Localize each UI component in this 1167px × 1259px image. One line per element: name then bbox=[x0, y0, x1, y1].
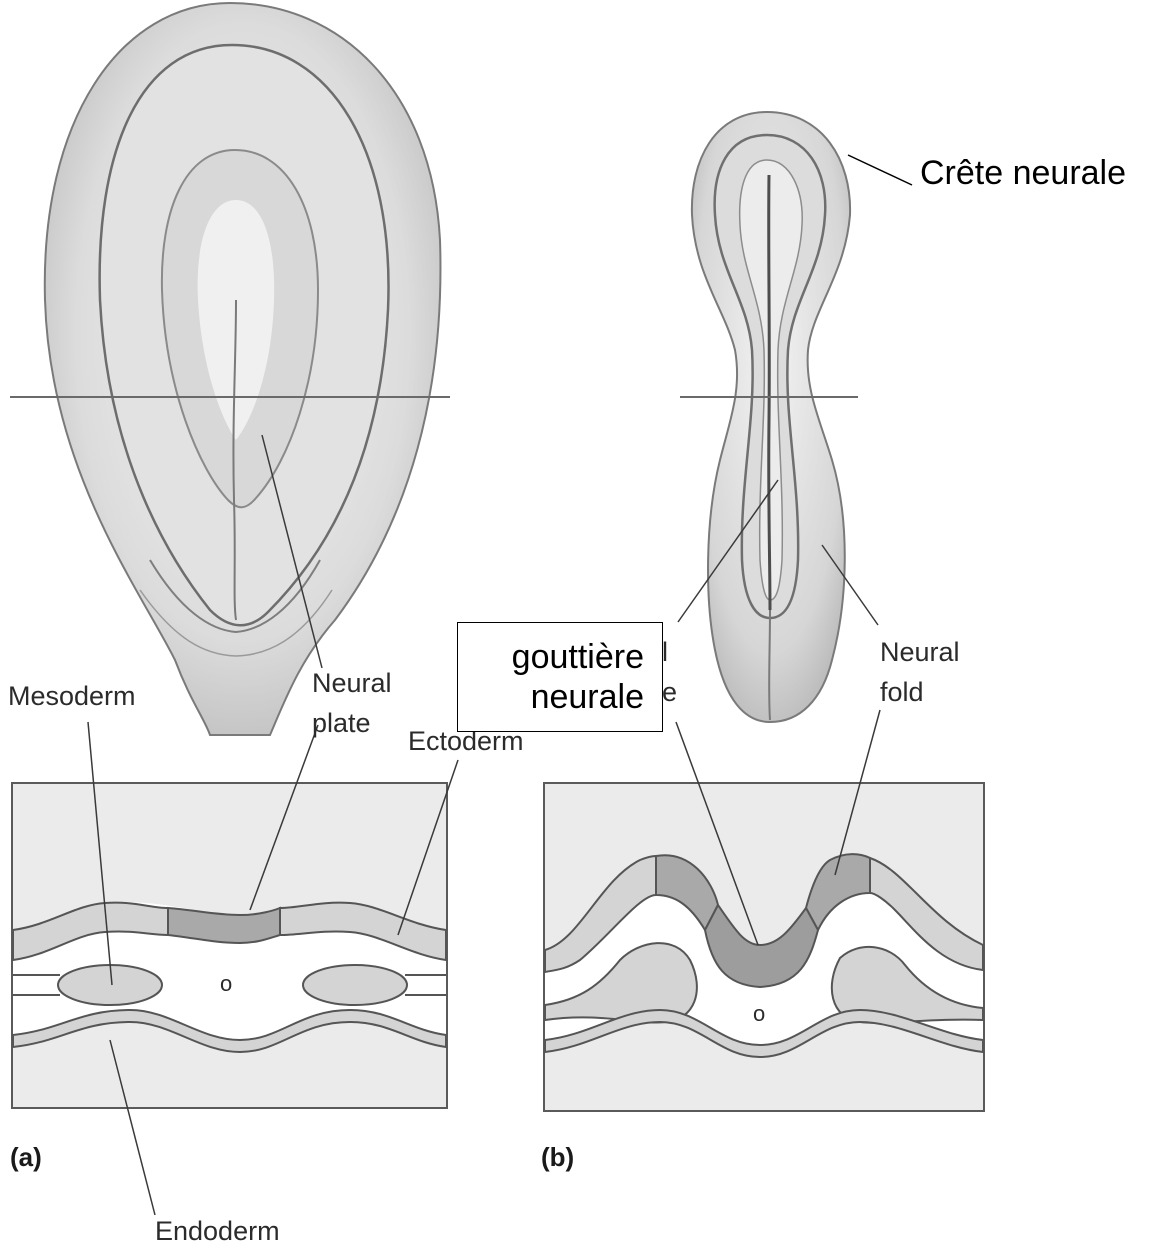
label-endoderm: Endoderm bbox=[155, 1215, 280, 1247]
section-a-mesoderm-right bbox=[303, 965, 407, 1005]
label-gouttiere-1: gouttière bbox=[512, 637, 644, 677]
notochord-a: o bbox=[220, 968, 232, 1000]
embryo-a bbox=[45, 3, 441, 735]
label-mesoderm: Mesoderm bbox=[8, 680, 136, 712]
section-a bbox=[12, 783, 447, 1108]
notochord-b: o bbox=[753, 998, 765, 1030]
label-neural-plate-1: Neural bbox=[312, 667, 392, 699]
leader-crete bbox=[848, 155, 912, 185]
panel-label-b: (b) bbox=[541, 1142, 574, 1173]
label-neural-plate-2: plate bbox=[312, 707, 371, 739]
embryo-b bbox=[692, 112, 850, 722]
label-crete-neurale: Crête neurale bbox=[920, 153, 1126, 193]
section-b bbox=[544, 783, 984, 1111]
label-gouttiere-2: neurale bbox=[531, 677, 644, 717]
label-fragment-2: e bbox=[662, 676, 677, 708]
label-neural-fold-2: fold bbox=[880, 676, 924, 708]
gouttiere-neurale-box: gouttière neurale bbox=[457, 622, 663, 732]
label-neural-fold-1: Neural bbox=[880, 636, 960, 668]
section-a-neural-plate bbox=[168, 908, 280, 943]
panel-label-a: (a) bbox=[10, 1142, 42, 1173]
